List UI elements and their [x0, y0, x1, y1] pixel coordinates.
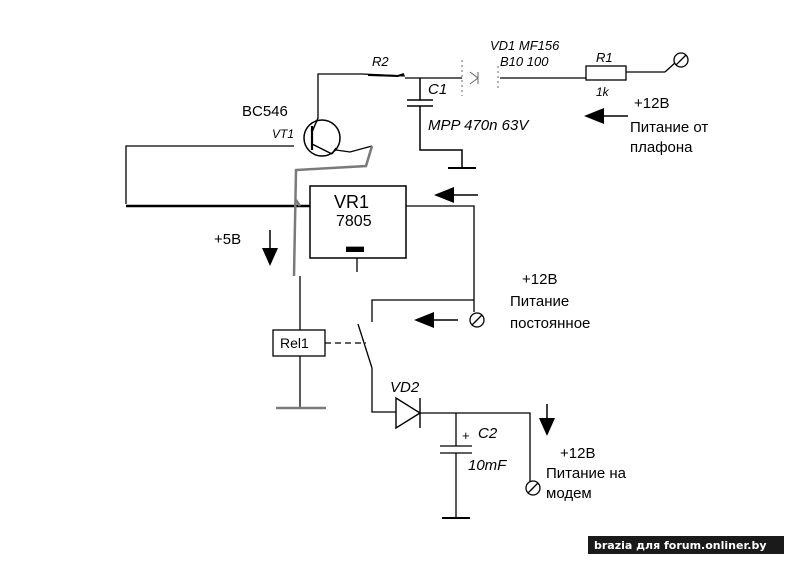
gray-wire	[292, 145, 374, 277]
r1-value-label: 1k	[596, 85, 610, 99]
arrow-regulator-in	[434, 187, 478, 203]
watermark-bg	[588, 536, 784, 554]
r2-resistor	[367, 73, 405, 77]
vr1-minus: ▬	[346, 236, 364, 256]
vr1-value-label: 7805	[336, 213, 372, 230]
terminal-modem	[525, 480, 541, 496]
vr1-ref-label: VR1	[334, 192, 369, 212]
vt1-transistor	[303, 117, 341, 157]
c2-plus: +	[462, 428, 470, 443]
modem-line2: модем	[546, 485, 592, 502]
r1-resistor	[585, 65, 627, 81]
rel1-label: Rel1	[280, 335, 309, 351]
arrow-ceiling	[584, 108, 628, 124]
terminal-constant	[469, 312, 485, 328]
c2-ref-label: C2	[478, 425, 498, 442]
constant-line1: Питание	[510, 293, 569, 310]
constant-line2: постоянное	[510, 315, 590, 332]
output-wire	[420, 412, 531, 519]
out-5v-label: +5В	[214, 231, 241, 248]
vd1-diode	[461, 60, 499, 96]
c2-value-label: 10mF	[468, 457, 507, 474]
vr1-regulator	[309, 185, 407, 259]
ceiling-voltage: +12В	[634, 95, 669, 112]
ceiling-line1: Питание от	[630, 119, 708, 136]
ceiling-line2: плафона	[630, 139, 693, 156]
vd1-ref-label: VD1 MF156	[490, 38, 560, 53]
r2-label: R2	[372, 54, 389, 69]
modem-line1: Питание на	[546, 465, 627, 482]
modem-voltage: +12В	[560, 445, 595, 462]
c1-value-label: MPP 470n 63V	[428, 117, 530, 134]
vd2-label: VD2	[390, 379, 420, 396]
c1-ref-label: C1	[428, 81, 447, 98]
constant-voltage: +12В	[522, 271, 557, 288]
arrow-modem	[539, 404, 555, 436]
transistor-wiring	[125, 145, 373, 208]
vd1-value-label: B10 100	[500, 54, 549, 69]
watermark: brazia для forum.onliner.by	[594, 539, 767, 552]
arrow-5v	[262, 230, 278, 266]
constant-supply-wire	[371, 205, 475, 322]
r1-ref-label: R1	[596, 50, 613, 65]
c1-capacitor	[407, 78, 476, 169]
vt1-ref-label: VT1	[272, 127, 294, 141]
vd2-diode	[395, 396, 422, 430]
rail-5v	[276, 276, 326, 410]
terminal-ceiling	[673, 52, 689, 68]
rel1-relay	[272, 329, 326, 357]
relay-contact	[357, 323, 396, 413]
arrow-constant	[414, 312, 458, 328]
vt1-model-label: BC546	[242, 103, 288, 120]
